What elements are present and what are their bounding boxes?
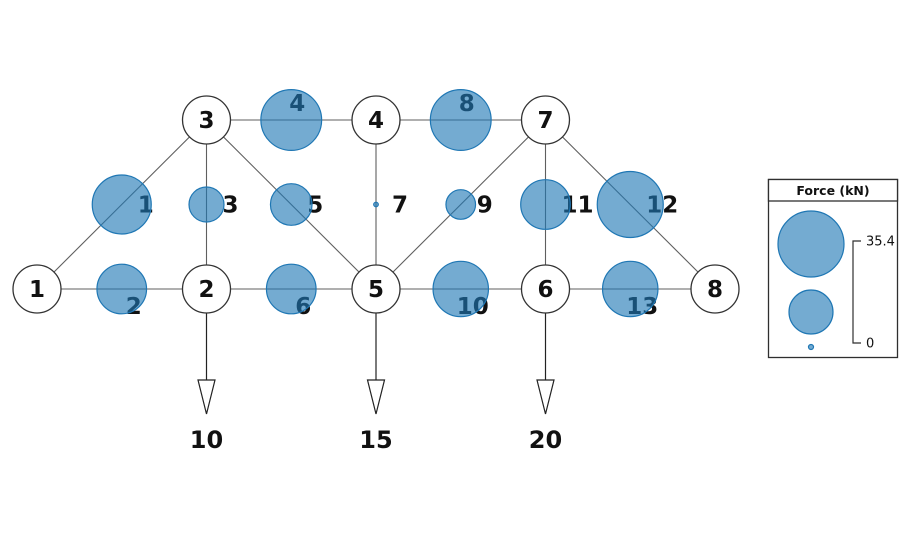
load-value-label: 20 bbox=[529, 426, 562, 454]
node-label: 4 bbox=[368, 108, 384, 134]
member-force-bubble bbox=[96, 263, 148, 315]
load-arrowhead bbox=[536, 379, 555, 415]
member-label: 3 bbox=[223, 193, 239, 219]
load-arrowhead bbox=[366, 379, 386, 415]
node-circle bbox=[181, 264, 232, 314]
force-legend: Force (kN) 35.4 0 bbox=[767, 178, 899, 359]
member-label: 9 bbox=[477, 193, 493, 219]
member-force-bubble bbox=[429, 88, 492, 151]
node-circle bbox=[12, 264, 62, 314]
node-circle bbox=[351, 264, 401, 314]
member-force-bubble bbox=[445, 189, 477, 220]
node-label: 5 bbox=[368, 277, 384, 303]
node-circle bbox=[181, 95, 232, 145]
node-circle bbox=[520, 264, 571, 314]
node-label: 8 bbox=[707, 277, 723, 303]
loads-layer: 10 15 20 bbox=[190, 313, 562, 454]
node-label: 3 bbox=[198, 108, 214, 134]
load-arrow: 20 bbox=[529, 313, 562, 454]
load-arrowhead bbox=[197, 379, 216, 415]
legend-title-box bbox=[767, 178, 899, 202]
member-force-bubble bbox=[373, 201, 379, 208]
member-force-bubble bbox=[432, 260, 490, 318]
legend-title: Force (kN) bbox=[796, 183, 869, 198]
node-label: 2 bbox=[198, 277, 214, 303]
node-label: 6 bbox=[537, 277, 553, 303]
legend-scale-bracket bbox=[852, 240, 861, 344]
node-label: 1 bbox=[29, 277, 45, 303]
member-force-bubble bbox=[269, 183, 313, 226]
node-circle bbox=[690, 264, 740, 314]
member-force-bubble bbox=[91, 174, 152, 235]
legend-min-label: 0 bbox=[866, 337, 874, 352]
member-force-bubble bbox=[520, 179, 571, 230]
member-force-bubble bbox=[601, 260, 659, 318]
load-value-label: 10 bbox=[190, 426, 223, 454]
member-force-bubble bbox=[260, 88, 323, 151]
member-force-bubble bbox=[265, 263, 317, 315]
force-bubbles-layer bbox=[91, 88, 664, 318]
node-circle bbox=[351, 95, 401, 145]
member-force-bubble bbox=[188, 186, 225, 223]
member-label: 7 bbox=[392, 193, 408, 219]
load-value-label: 15 bbox=[359, 426, 392, 454]
node-circle bbox=[520, 95, 571, 145]
legend-max-bubble bbox=[777, 210, 845, 278]
legend-max-label: 35.4 bbox=[866, 235, 895, 250]
load-arrow: 10 bbox=[190, 313, 223, 454]
legend-zero-bubble bbox=[807, 343, 815, 351]
node-label: 7 bbox=[537, 108, 553, 134]
nodes-layer: 1 2 3 4 5 6 7 8 bbox=[12, 95, 740, 314]
legend-mid-bubble bbox=[788, 289, 834, 335]
load-arrow: 15 bbox=[359, 313, 393, 454]
member-force-bubble bbox=[596, 170, 664, 239]
